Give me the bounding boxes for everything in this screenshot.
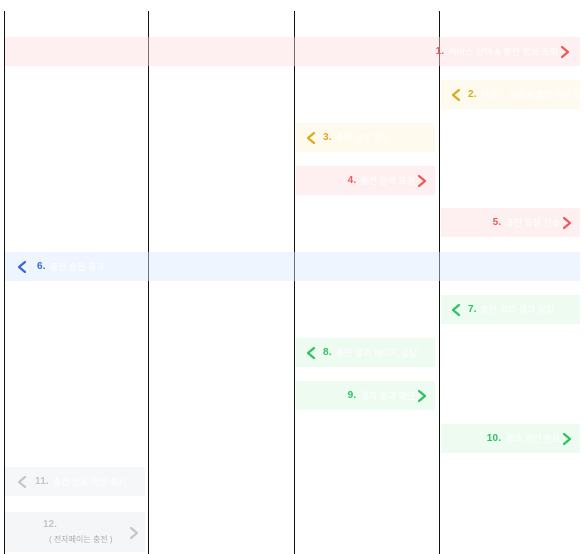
chevron-right-icon <box>560 432 574 446</box>
message-5-label: 충전 요청 전송 <box>505 218 560 228</box>
chevron-left-icon <box>449 88 463 102</box>
message-4-number: 4. <box>347 175 357 186</box>
message-7: 7. 충전 처리 결과 응답 <box>441 295 580 324</box>
message-11: 11. 충전 완료 화면 표시 <box>5 467 145 496</box>
message-8-label: 충전 결과 페이지 응답 <box>335 348 418 358</box>
message-2-number: 2. <box>468 89 477 100</box>
chevron-right-icon <box>127 526 141 540</box>
message-9-label: 결제 결과 확인 <box>360 391 415 401</box>
message-5-number: 5. <box>492 217 502 228</box>
message-9-number: 9. <box>347 390 357 401</box>
message-10-label: 결과 확인 완료 <box>505 434 560 444</box>
chevron-left-icon <box>304 131 318 145</box>
message-6: 6. 충전 승인 결과 <box>5 252 580 281</box>
message-11-label: 충전 완료 화면 표시 <box>52 477 127 487</box>
message-3-label: 충전 정보 응답 <box>335 133 391 143</box>
message-5: 5. 충전 요청 전송 <box>441 208 580 237</box>
chevron-right-icon <box>415 389 429 403</box>
chevron-right-icon <box>560 216 574 230</box>
message-12-number: 12. <box>43 519 57 530</box>
message-8: 8. 충전 결과 페이지 응답 <box>296 338 435 367</box>
lifeline-3 <box>294 11 295 554</box>
message-12-label: ( 전자페이는 충전 ) <box>49 535 113 544</box>
message-7-number: 7. <box>468 304 477 315</box>
chevron-left-icon <box>15 260 29 274</box>
message-4-label: 충전 금액 요청 <box>360 176 415 186</box>
message-6-number: 6. <box>37 261 46 272</box>
message-1: 1. 서비스 상태 & 충전 정보 조회 <box>5 37 580 66</box>
lifeline-2 <box>148 11 149 554</box>
chevron-left-icon <box>304 346 318 360</box>
message-2: 2. 서비스 상태 & 충전 정보 응답 <box>441 80 585 109</box>
chevron-left-icon <box>15 475 29 489</box>
message-10-number: 10. <box>486 433 502 444</box>
message-3: 3. 충전 정보 응답 <box>296 123 435 152</box>
message-7-label: 충전 처리 결과 응답 <box>480 305 555 315</box>
message-4: 4. 충전 금액 요청 <box>296 166 435 195</box>
chevron-right-icon <box>415 174 429 188</box>
message-10: 10. 결과 확인 완료 <box>441 424 580 453</box>
message-12: 12. ( 전자페이는 충전 ) <box>5 512 145 552</box>
message-1-number: 1. <box>435 46 445 57</box>
lifeline-4 <box>439 11 440 554</box>
message-1-label: 서비스 상태 & 충전 정보 조회 <box>448 47 558 57</box>
lifeline-1 <box>4 11 5 554</box>
chevron-right-icon <box>558 45 572 59</box>
message-3-number: 3. <box>323 132 332 143</box>
message-2-label: 서비스 상태 & 충전 정보 응답 <box>480 90 585 100</box>
message-9: 9. 결제 결과 확인 <box>296 381 435 410</box>
message-6-label: 충전 승인 결과 <box>49 262 105 272</box>
message-11-number: 11. <box>35 476 49 487</box>
chevron-left-icon <box>449 303 463 317</box>
message-8-number: 8. <box>323 347 332 358</box>
